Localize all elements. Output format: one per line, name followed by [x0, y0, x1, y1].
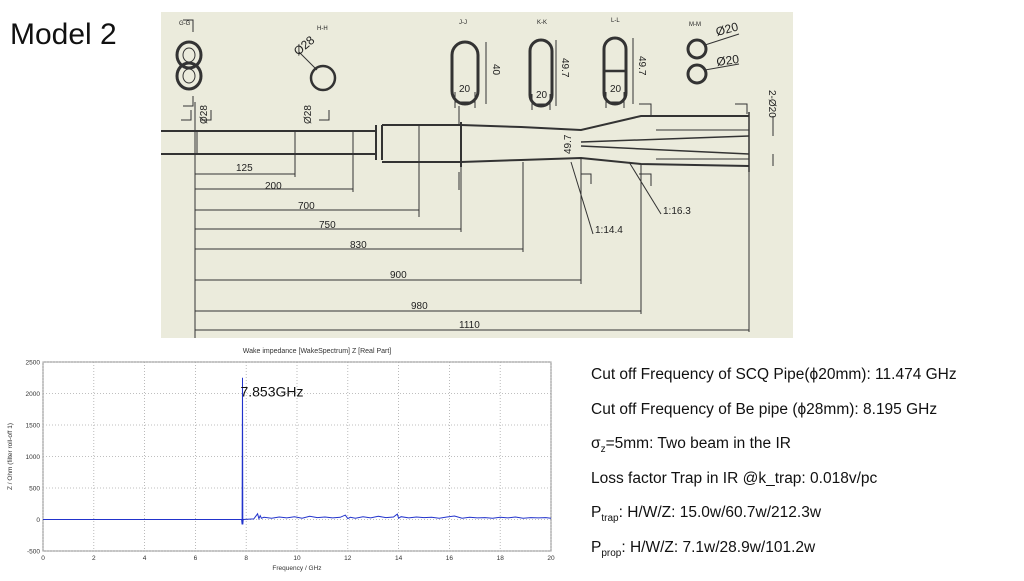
height-label-l: 49.7	[636, 56, 647, 76]
diameter-label-m2: Ø20	[715, 52, 740, 69]
parameter-notes: Cut off Frequency of SCQ Pipe(ϕ20mm): 11…	[591, 364, 957, 571]
beam-pipe-drawing: G-G H-H J-J K-K L-L M-M Ø28 Ø20 Ø20 40 4…	[161, 12, 793, 338]
x-tick-label: 6	[194, 555, 198, 562]
x-tick-label: 14	[395, 555, 403, 562]
note-prop-power-symbol: P	[591, 538, 602, 556]
x-tick-label: 20	[547, 555, 555, 562]
width-label-l: 20	[610, 84, 622, 95]
resonance-annotation: 7.853GHz	[240, 383, 303, 399]
impedance-series-line	[43, 377, 552, 525]
length-label-900: 900	[390, 270, 407, 281]
taper-label-b: 1:16.3	[663, 206, 691, 217]
y-axis-label: Z / Ohm (filter roll-off 1)	[7, 423, 14, 490]
y-tick-label: 0	[36, 517, 40, 524]
note-prop-power: Pprop: H/W/Z: 7.1w/28.9w/101.2w	[591, 537, 957, 572]
length-label-1110: 1110	[459, 320, 480, 331]
note-trap-power-symbol: P	[591, 504, 602, 521]
note-bunch-length-symbol: σ	[591, 435, 601, 452]
section-label-k: K-K	[537, 20, 547, 26]
note-loss-factor: Loss factor Trap in IR @k_trap: 0.018v/p…	[591, 469, 878, 487]
section-label-h: H-H	[317, 26, 328, 32]
note-trap-power-subscript: trap	[601, 513, 619, 524]
diameter-label-h: Ø28	[291, 33, 318, 59]
note-prop-power-text: : H/W/Z: 7.1w/28.9w/101.2w	[621, 538, 816, 556]
y-tick-label: 2500	[26, 360, 41, 367]
y-tick-label: -500	[27, 549, 40, 556]
width-label-j: 20	[459, 84, 471, 95]
y-tick-label: 1500	[26, 423, 41, 430]
y-tick-label: 500	[29, 486, 40, 493]
height-label-j: 40	[490, 64, 501, 76]
diameter-label-mid: Ø28	[303, 105, 314, 124]
x-tick-label: 10	[293, 555, 301, 562]
x-tick-label: 2	[92, 555, 96, 562]
diameter-label-left: Ø28	[199, 105, 210, 124]
note-trap-power-text: : H/W/Z: 15.0w/60.7w/212.3w	[618, 504, 822, 521]
section-marker-g	[183, 19, 194, 32]
note-scq-cutoff: Cut off Frequency of SCQ Pipe(ϕ20mm): 11…	[591, 366, 957, 383]
note-prop-power-subscript: prop	[601, 547, 622, 559]
length-label-980: 980	[411, 301, 428, 312]
note-trap-power: Ptrap: H/W/Z: 15.0w/60.7w/212.3w	[591, 502, 957, 537]
diameter-label-two: 2-Ø20	[766, 90, 777, 118]
height-label-main: 49.7	[563, 134, 574, 154]
length-label-700: 700	[298, 201, 315, 212]
x-tick-label: 4	[143, 555, 147, 562]
chart-title: Wake impedance [WakeSpectrum] Z [Real Pa…	[243, 348, 392, 355]
x-tick-label: 12	[344, 555, 352, 562]
section-label-j: J-J	[459, 20, 467, 26]
x-tick-label: 0	[41, 555, 45, 562]
taper-label-a: 1:14.4	[595, 225, 623, 236]
y-tick-label: 1000	[26, 454, 41, 461]
length-label-200: 200	[265, 181, 282, 192]
diameter-label-m1: Ø20	[714, 19, 740, 38]
width-label-k: 20	[536, 90, 548, 101]
height-label-k: 49.7	[559, 58, 570, 78]
x-tick-label: 18	[497, 555, 505, 562]
section-label-g: G-G	[179, 21, 191, 27]
y-tick-label: 2000	[26, 391, 41, 398]
note-bunch-length: σz=5mm: Two beam in the IR	[591, 433, 957, 468]
x-tick-label: 8	[244, 555, 248, 562]
note-be-cutoff: Cut off Frequency of Be pipe (ϕ28mm): 8.…	[591, 400, 938, 418]
length-label-125: 125	[236, 163, 253, 174]
section-label-l: L-L	[611, 18, 620, 24]
x-tick-label: 16	[446, 555, 454, 562]
length-label-750: 750	[319, 220, 336, 231]
note-bunch-length-subscript: z	[600, 444, 606, 455]
length-label-830: 830	[350, 240, 367, 251]
section-label-m: M-M	[689, 22, 701, 28]
slide-title: Model 2	[10, 18, 117, 51]
x-axis-label: Frequency / GHz	[272, 565, 321, 572]
note-bunch-length-text: =5mm: Two beam in the IR	[605, 435, 791, 452]
